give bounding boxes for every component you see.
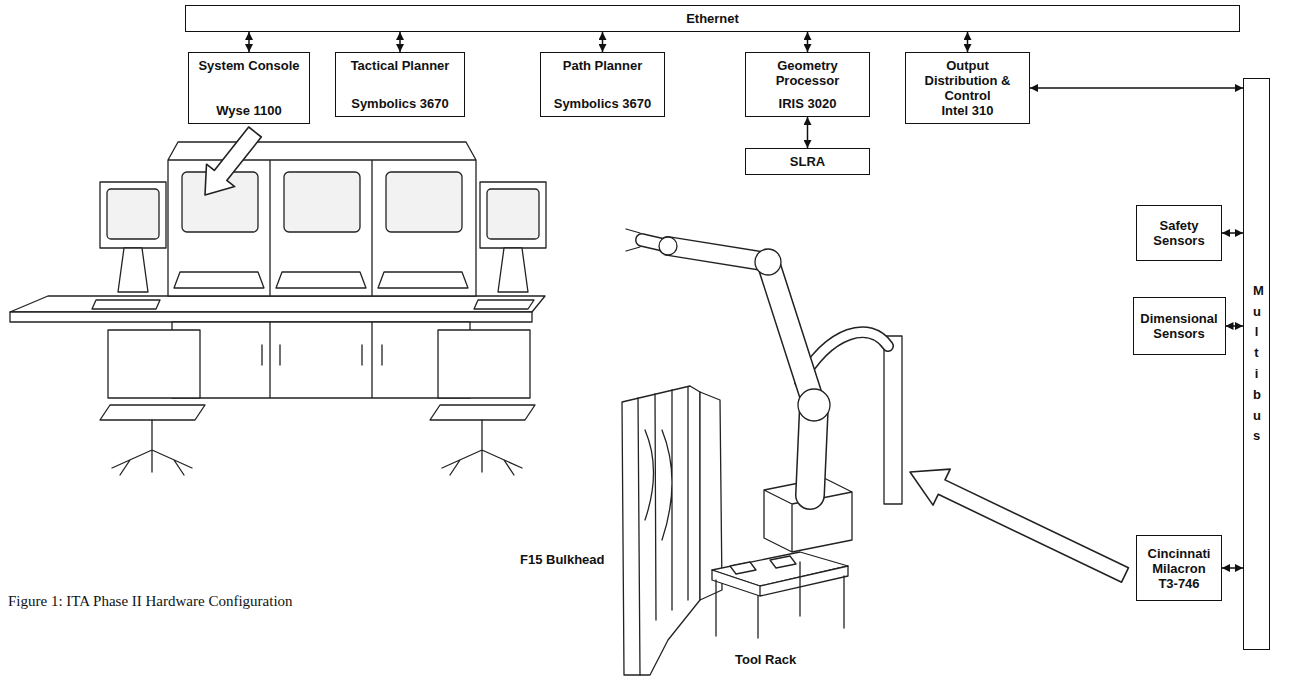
bus-connector bbox=[1226, 325, 1244, 327]
bus-connector bbox=[248, 32, 250, 52]
bus-connector bbox=[1222, 567, 1243, 569]
box-title: Cincinnati Milacron T3-746 bbox=[1143, 546, 1215, 591]
monitor-stand bbox=[118, 248, 148, 292]
robot-controller-box: Cincinnati Milacron T3-746 bbox=[1136, 535, 1222, 601]
bulkhead bbox=[622, 386, 700, 675]
bus-connector bbox=[807, 32, 809, 52]
hollow-arrow bbox=[205, 127, 261, 195]
robot-arm bbox=[768, 262, 814, 405]
desk-cabinet bbox=[172, 322, 470, 398]
desk-edge bbox=[10, 312, 532, 322]
robot-arm bbox=[668, 246, 768, 262]
hollow-arrow bbox=[910, 469, 1128, 582]
console-keyboard bbox=[378, 272, 468, 288]
chair-back bbox=[438, 330, 530, 398]
robot-joint bbox=[659, 237, 677, 255]
sensor-box: Safety Sensors bbox=[1136, 205, 1222, 261]
box-subtitle: Wyse 1100 bbox=[216, 103, 282, 118]
desk-top bbox=[10, 296, 545, 312]
box-title: System Console bbox=[198, 58, 299, 73]
console-keyboard bbox=[276, 272, 366, 288]
robot-arm-outline bbox=[668, 246, 768, 262]
box-title: Safety Sensors bbox=[1143, 218, 1215, 248]
cable-post bbox=[884, 336, 902, 504]
bus-bar: Multibus bbox=[1243, 78, 1270, 650]
box-title: Output Distribution & Control bbox=[912, 58, 1023, 103]
robot-arm-outline bbox=[768, 262, 814, 405]
box-subtitle: Symbolics 3670 bbox=[351, 96, 449, 111]
box-title: SLRA bbox=[790, 154, 825, 169]
sensor-box: Dimensional Sensors bbox=[1133, 297, 1226, 355]
bus-connector bbox=[1030, 87, 1243, 89]
bus-bar: Ethernet bbox=[185, 5, 1240, 32]
box-subtitle: Intel 310 bbox=[941, 103, 993, 118]
side-monitor-screen bbox=[487, 189, 539, 239]
device-box: SLRA bbox=[745, 148, 870, 175]
chair-base bbox=[442, 420, 522, 475]
box-subtitle: IRIS 3020 bbox=[779, 96, 837, 111]
box-title: Ethernet bbox=[686, 11, 739, 26]
box-title: Multibus bbox=[1253, 281, 1266, 447]
computer-box: Output Distribution & ControlIntel 310 bbox=[905, 52, 1030, 124]
rack-tool bbox=[730, 556, 796, 574]
chair-seat bbox=[430, 405, 535, 420]
monitor-stand bbox=[498, 248, 528, 292]
chair-back bbox=[108, 330, 200, 398]
chair-seat bbox=[100, 405, 205, 420]
computer-box: Tactical PlannerSymbolics 3670 bbox=[335, 52, 465, 117]
label-anchor: Tool Rack bbox=[735, 652, 796, 668]
bus-connector bbox=[967, 32, 969, 52]
bus-connector bbox=[399, 32, 401, 52]
side-monitor bbox=[100, 182, 166, 248]
console-keyboard bbox=[174, 272, 264, 288]
part-label: F15 Bulkhead bbox=[520, 552, 605, 568]
box-title: Path Planner bbox=[563, 58, 642, 73]
console-screen bbox=[284, 172, 360, 232]
cabinet-handles bbox=[262, 345, 382, 365]
box-subtitle: Symbolics 3670 bbox=[554, 96, 652, 111]
computer-box: Geometry ProcessorIRIS 3020 bbox=[745, 52, 870, 117]
desk-keyboard bbox=[92, 300, 160, 309]
label-anchor: F15 Bulkhead bbox=[520, 552, 605, 568]
console-housing bbox=[168, 142, 476, 296]
bus-connector bbox=[602, 32, 604, 52]
robot-gripper bbox=[626, 229, 640, 251]
part-label: Tool Rack bbox=[735, 652, 796, 668]
computer-box: Path PlannerSymbolics 3670 bbox=[540, 52, 665, 117]
computer-box: System ConsoleWyse 1100 bbox=[188, 52, 310, 124]
figure-caption: Figure 1: ITA Phase II Hardware Configur… bbox=[8, 592, 293, 610]
chair-base bbox=[112, 420, 192, 475]
box-title: Dimensional Sensors bbox=[1140, 311, 1219, 341]
robot-joint bbox=[798, 389, 830, 421]
box-title: Tactical Planner bbox=[351, 58, 450, 73]
side-monitor-screen bbox=[107, 189, 159, 239]
box-title: Geometry Processor bbox=[752, 58, 863, 88]
caption-anchor: Figure 1: ITA Phase II Hardware Configur… bbox=[8, 592, 293, 610]
console-screen bbox=[386, 172, 462, 232]
bus-connector bbox=[807, 117, 809, 148]
side-monitor bbox=[480, 182, 546, 248]
tool-rack-front bbox=[712, 566, 848, 596]
bus-connector bbox=[1222, 232, 1243, 234]
desk-keyboard bbox=[474, 300, 534, 309]
bulkhead-frames bbox=[638, 387, 688, 675]
robot-joint bbox=[755, 249, 781, 275]
